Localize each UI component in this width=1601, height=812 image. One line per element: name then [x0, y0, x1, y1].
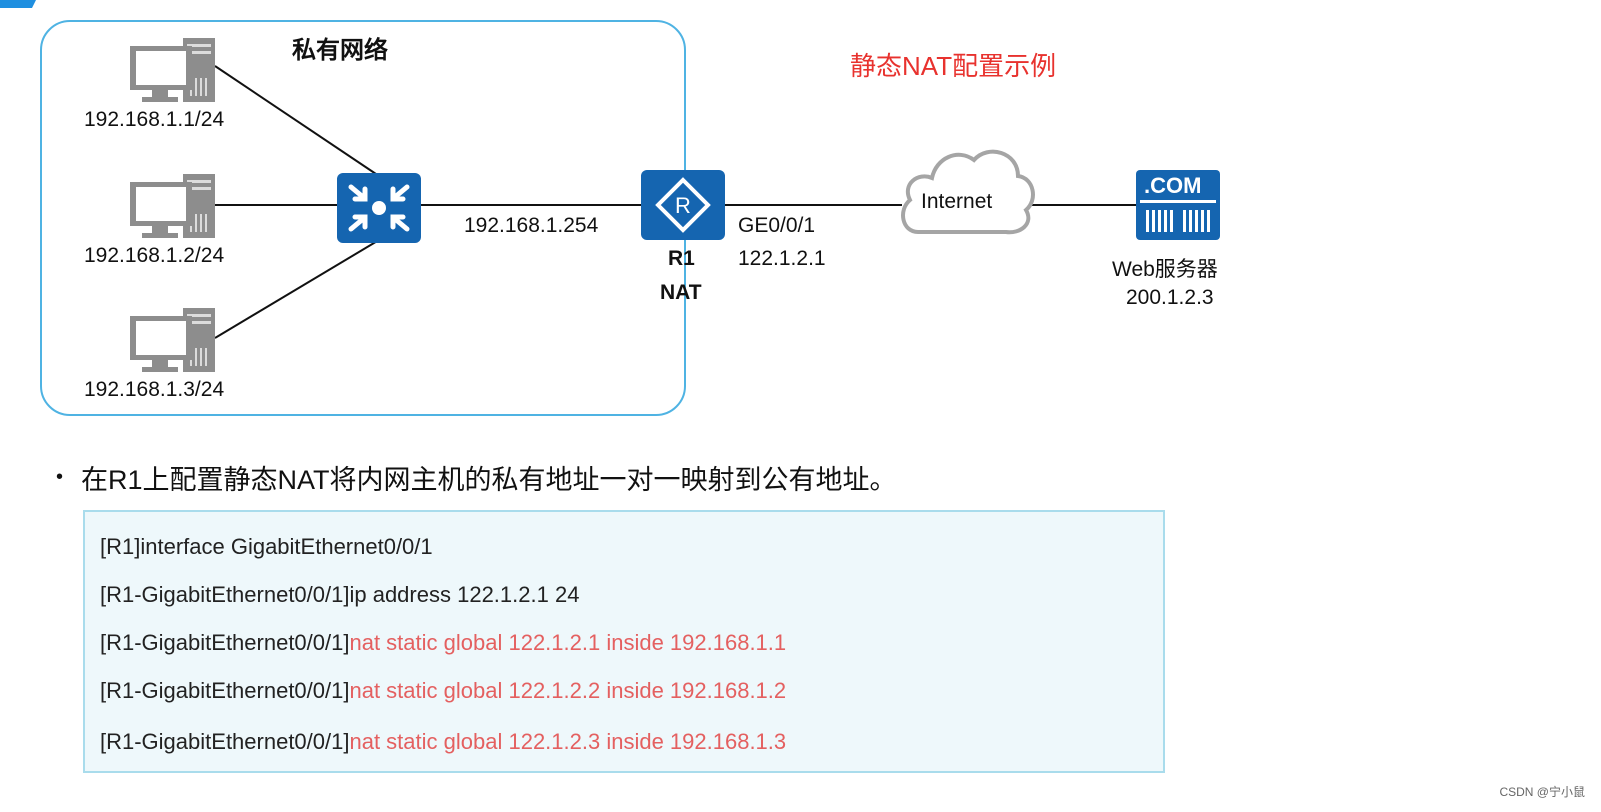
cloud-icon — [901, 149, 1035, 235]
description-text: 在R1上配置静态NAT将内网主机的私有地址一对一映射到公有地址。 — [81, 465, 897, 495]
link-host1-switch — [214, 65, 380, 177]
cli-prefix: [R1-GigabitEthernet0/0/1]ip address 122.… — [100, 582, 580, 607]
internet-label: Internet — [921, 190, 993, 213]
cli-line-2: [R1-GigabitEthernet0/0/1]ip address 122.… — [100, 582, 579, 608]
host-2-ip-label: 192.168.1.2/24 — [84, 244, 225, 267]
server-name-label: Web服务器 — [1112, 258, 1218, 281]
corner-accent-icon — [0, 0, 36, 8]
router-inside-ip-label: 192.168.1.254 — [464, 214, 599, 237]
router-interface-label: GE0/0/1 — [738, 214, 816, 237]
router-role-label: NAT — [660, 281, 702, 304]
server-badge-label: .COM — [1144, 173, 1202, 198]
cli-prefix: [R1]interface GigabitEthernet0/0/1 — [100, 534, 433, 559]
watermark: CSDN @宁小鼠 — [1499, 785, 1585, 799]
bullet-icon: • — [56, 466, 64, 488]
cli-prefix: [R1-GigabitEthernet0/0/1] — [100, 678, 350, 703]
cli-config-box: [R1]interface GigabitEthernet0/0/1 [R1-G… — [83, 510, 1165, 773]
host-1-ip-label: 192.168.1.1/24 — [84, 108, 225, 131]
cli-line-3: [R1-GigabitEthernet0/0/1]nat static glob… — [100, 630, 786, 656]
cli-command: nat static global 122.1.2.2 inside 192.1… — [349, 678, 787, 703]
desktop-pc-icon — [130, 38, 215, 102]
router-outside-ip-label: 122.1.2.1 — [738, 247, 826, 270]
server-ip-label: 200.1.2.3 — [1126, 286, 1214, 309]
cli-prefix: [R1-GigabitEthernet0/0/1] — [100, 729, 350, 754]
switch-icon — [337, 173, 421, 243]
cli-line-5: [R1-GigabitEthernet0/0/1]nat static glob… — [100, 729, 786, 755]
svg-text:R: R — [675, 193, 691, 218]
description-line: • 在R1上配置静态NAT将内网主机的私有地址一对一映射到公有地址。 — [56, 458, 897, 497]
cli-command: nat static global 122.1.2.1 inside 192.1… — [349, 630, 787, 655]
cli-command: nat static global 122.1.2.3 inside 192.1… — [349, 729, 787, 754]
cli-line-1: [R1]interface GigabitEthernet0/0/1 — [100, 534, 433, 560]
host-3-ip-label: 192.168.1.3/24 — [84, 378, 225, 401]
desktop-pc-icon — [130, 174, 215, 238]
router-icon: R — [641, 170, 725, 240]
router-name-label: R1 — [668, 247, 695, 270]
web-server-icon — [1136, 170, 1220, 240]
cli-prefix: [R1-GigabitEthernet0/0/1] — [100, 630, 350, 655]
private-network-title: 私有网络 — [292, 37, 388, 64]
link-host3-switch — [214, 239, 380, 339]
cli-line-4: [R1-GigabitEthernet0/0/1]nat static glob… — [100, 678, 786, 704]
desktop-pc-icon — [130, 308, 215, 372]
diagram-title: 静态NAT配置示例 — [850, 51, 1057, 81]
